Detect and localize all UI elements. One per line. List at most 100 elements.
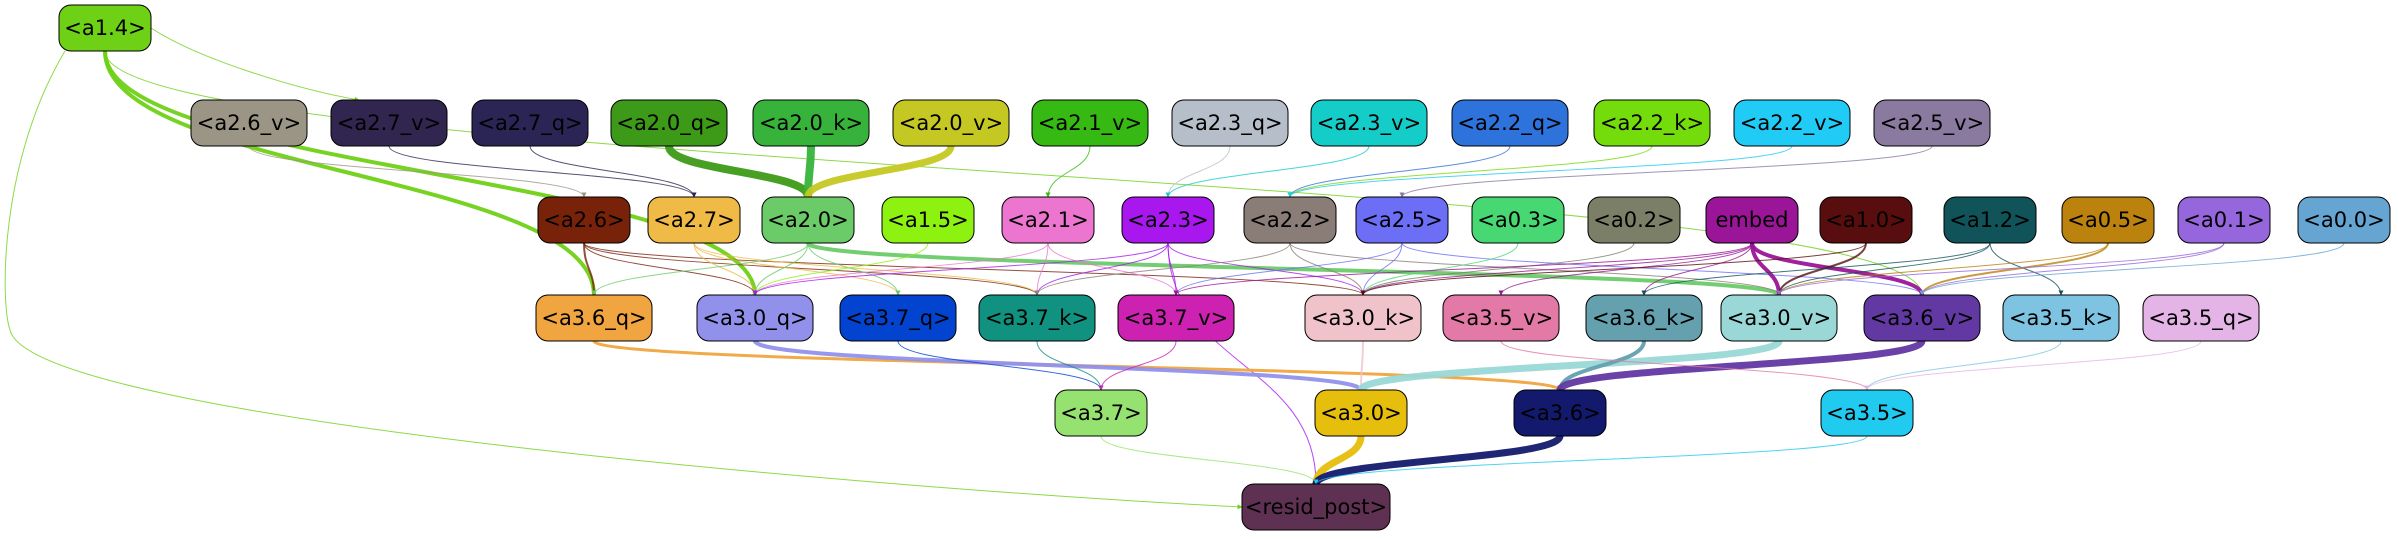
node-a2_3[interactable]: <a2.3>: [1121, 196, 1215, 244]
node-a2_6[interactable]: <a2.6>: [537, 196, 631, 244]
node-a2_6_v[interactable]: <a2.6_v>: [190, 99, 308, 147]
node-a2_1[interactable]: <a2.1>: [1001, 196, 1095, 244]
edge-a1_2-to-a3_6_k: [1641, 242, 1991, 296]
node-box: [761, 196, 855, 244]
node-a0_1[interactable]: <a0.1>: [2177, 196, 2271, 244]
node-a2_0_k[interactable]: <a2.0_k>: [752, 99, 870, 147]
edge-a1_2-to-a3_0_v: [1776, 242, 1991, 296]
node-a3_7_k[interactable]: <a3.7_k>: [978, 294, 1096, 342]
node-a3_0_k[interactable]: <a3.0_k>: [1304, 294, 1422, 342]
node-a3_7_q[interactable]: <a3.7_q>: [839, 294, 957, 342]
node-a2_7_q[interactable]: <a2.7_q>: [471, 99, 589, 147]
node-a3_5_q[interactable]: <a3.5_q>: [2142, 294, 2260, 342]
node-box: [2142, 294, 2260, 342]
node-box: [647, 196, 741, 244]
edge-a2_7_q-to-a2_7: [529, 145, 697, 198]
node-a2_7_v[interactable]: <a2.7_v>: [330, 99, 448, 147]
node-label: <a2.6>: [543, 208, 624, 232]
edge-a3_5_v-to-a3_5: [1500, 340, 1870, 391]
edge-a2_7_v-to-a2_7: [388, 145, 697, 198]
node-label: <a1.4>: [64, 16, 145, 40]
node-label: <a3.6_v>: [1870, 306, 1974, 331]
edge-a2_6-to-a3_6_q: [583, 242, 597, 296]
node-a2_5_v[interactable]: <a2.5_v>: [1873, 99, 1991, 147]
node-a0_2[interactable]: <a0.2>: [1587, 196, 1681, 244]
edge-embed-to-a3_6_v: [1750, 242, 1925, 296]
node-a3_5_k[interactable]: <a3.5_k>: [2002, 294, 2120, 342]
node-a2_2[interactable]: <a2.2>: [1243, 196, 1337, 244]
edge-embed-to-a3_0_v: [1750, 242, 1782, 296]
edge-a0_5-to-a3_6_v: [1919, 242, 2109, 296]
edge-a2_1-to-a3_0_q: [752, 242, 1049, 296]
node-a3_7_v[interactable]: <a3.7_v>: [1117, 294, 1235, 342]
node-a0_3[interactable]: <a0.3>: [1471, 196, 1565, 244]
edge-a2_5-to-a3_6_v: [1401, 242, 1925, 296]
node-label: embed: [1716, 208, 1789, 232]
node-a0_0[interactable]: <a0.0>: [2297, 196, 2391, 244]
edge-a2_3_v-to-a2_3: [1165, 145, 1370, 198]
node-label: <a2.3>: [1127, 208, 1208, 232]
node-a3_6_v[interactable]: <a3.6_v>: [1863, 294, 1981, 342]
node-a1_0[interactable]: <a1.0>: [1819, 196, 1913, 244]
node-box: [1442, 294, 1560, 342]
node-box: [696, 294, 814, 342]
node-label: <a0.1>: [2183, 208, 2264, 232]
node-box: [1873, 99, 1991, 147]
node-a3_6_k[interactable]: <a3.6_k>: [1585, 294, 1703, 342]
node-a3_7[interactable]: <a3.7>: [1054, 389, 1148, 437]
edge-a1_4-to-a3_6_q: [103, 50, 597, 296]
edge-a0_1-to-a3_6_v: [1919, 242, 2225, 296]
edge-a2_1_v-to-a2_1: [1045, 145, 1091, 198]
node-embed[interactable]: embed: [1705, 196, 1799, 244]
node-box: [1304, 294, 1422, 342]
edge-a2_0-to-a3_7_q: [807, 242, 901, 296]
node-label: <a0.3>: [1477, 208, 1558, 232]
edge-a2_2_v-to-a2_2: [1287, 145, 1793, 198]
node-a3_6[interactable]: <a3.6>: [1513, 389, 1607, 437]
node-box: [1705, 196, 1799, 244]
node-a1_4[interactable]: <a1.4>: [58, 4, 152, 52]
node-a2_0[interactable]: <a2.0>: [761, 196, 855, 244]
node-a2_3_q[interactable]: <a2.3_q>: [1171, 99, 1289, 147]
node-a2_3_v[interactable]: <a2.3_v>: [1310, 99, 1428, 147]
node-a3_0[interactable]: <a3.0>: [1314, 389, 1408, 437]
node-a2_0_v[interactable]: <a2.0_v>: [892, 99, 1010, 147]
node-a1_5[interactable]: <a1.5>: [881, 196, 975, 244]
node-a1_2[interactable]: <a1.2>: [1943, 196, 2037, 244]
node-a2_1_v[interactable]: <a2.1_v>: [1031, 99, 1149, 147]
node-a3_0_q[interactable]: <a3.0_q>: [696, 294, 814, 342]
node-label: <a3.0>: [1320, 401, 1401, 425]
node-a2_2_q[interactable]: <a2.2_q>: [1451, 99, 1569, 147]
node-a3_5[interactable]: <a3.5>: [1820, 389, 1914, 437]
node-box: [1513, 389, 1607, 437]
edge-a2_0-to-a3_0_q: [752, 242, 809, 296]
node-a3_0_v[interactable]: <a3.0_v>: [1720, 294, 1838, 342]
node-label: <a3.0_q>: [702, 306, 807, 331]
node-label: <a1.0>: [1825, 208, 1906, 232]
node-box: [2061, 196, 2155, 244]
node-a3_5_v[interactable]: <a3.5_v>: [1442, 294, 1560, 342]
node-box: [1451, 99, 1569, 147]
node-label: <a2.3_q>: [1177, 111, 1282, 136]
node-resid_post[interactable]: <resid_post>: [1241, 483, 1391, 531]
node-label: <a2.0_k>: [759, 111, 863, 136]
node-a2_0_q[interactable]: <a2.0_q>: [610, 99, 728, 147]
node-a2_2_v[interactable]: <a2.2_v>: [1733, 99, 1851, 147]
node-box: [1121, 196, 1215, 244]
node-a0_5[interactable]: <a0.5>: [2061, 196, 2155, 244]
node-box: [839, 294, 957, 342]
node-label: <a3.5_k>: [2009, 306, 2113, 331]
node-a3_6_q[interactable]: <a3.6_q>: [535, 294, 653, 342]
nodes-layer: <a1.4> <a2.6_v> <a2.7_v> <a2.7_q> <a2.0_q> <a…: [58, 4, 2391, 531]
node-a2_7[interactable]: <a2.7>: [647, 196, 741, 244]
node-a2_5[interactable]: <a2.5>: [1355, 196, 1449, 244]
edge-a2_2_k-to-a2_2: [1287, 145, 1653, 198]
node-a2_2_k[interactable]: <a2.2_k>: [1593, 99, 1711, 147]
edge-a2_0_v-to-a2_0: [804, 144, 955, 199]
edge-a1_0-to-a3_0_k: [1360, 242, 1867, 296]
node-label: <a3.5_q>: [2148, 306, 2253, 331]
edge-a2_2-to-a3_0_v: [1289, 242, 1782, 296]
node-label: <a3.6_k>: [1592, 306, 1696, 331]
edge-embed-to-a3_0_k: [1360, 242, 1753, 296]
node-label: <a2.5_v>: [1880, 111, 1984, 136]
